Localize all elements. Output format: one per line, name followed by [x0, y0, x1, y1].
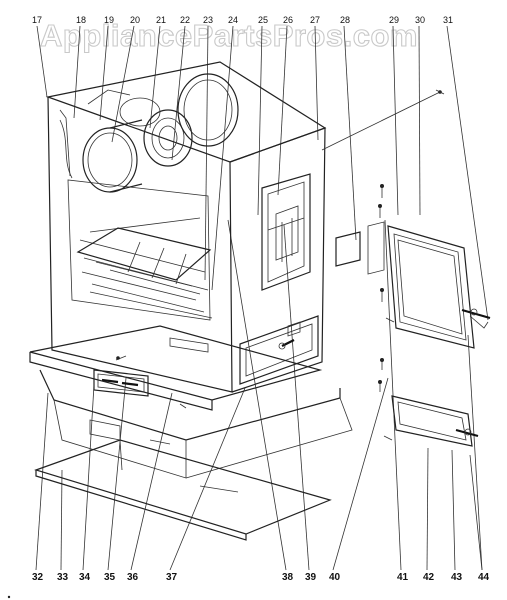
leader-lines — [35, 25, 489, 571]
ash-door — [391, 395, 479, 447]
firebox-grate — [76, 227, 213, 319]
cabinet-body — [45, 61, 327, 393]
callout-38: 38 — [282, 572, 294, 583]
callout-18: 18 — [76, 15, 86, 25]
callout-25: 25 — [258, 15, 268, 25]
callout-29: 29 — [389, 15, 399, 25]
callout-41: 41 — [397, 572, 409, 583]
floor-sheet — [34, 439, 332, 541]
callout-27: 27 — [310, 15, 320, 25]
top-callouts: 17 18 19 20 21 22 23 24 25 26 27 28 29 3… — [32, 15, 453, 25]
side-panel — [261, 173, 311, 291]
callout-21: 21 — [156, 15, 166, 25]
callout-34: 34 — [79, 572, 91, 583]
cover-plate — [335, 221, 385, 275]
hardware — [115, 89, 445, 441]
callout-33: 33 — [57, 572, 69, 583]
callout-42: 42 — [423, 572, 435, 583]
callout-36: 36 — [127, 572, 139, 583]
callout-22: 22 — [180, 15, 190, 25]
callout-44: 44 — [478, 572, 490, 583]
callout-28: 28 — [340, 15, 350, 25]
callout-30: 30 — [415, 15, 425, 25]
callout-26: 26 — [283, 15, 293, 25]
callout-19: 19 — [104, 15, 114, 25]
callout-37: 37 — [166, 572, 178, 583]
callout-17: 17 — [32, 15, 42, 25]
callout-23: 23 — [203, 15, 213, 25]
watermark-text: AppliancePartsPros.com — [40, 18, 418, 53]
callout-32: 32 — [32, 572, 44, 583]
page-mark — [7, 595, 11, 599]
callout-39: 39 — [305, 572, 317, 583]
front-controls — [93, 337, 209, 397]
callout-43: 43 — [451, 572, 463, 583]
loading-door — [387, 225, 491, 349]
callout-31: 31 — [443, 15, 453, 25]
callout-20: 20 — [130, 15, 140, 25]
callout-35: 35 — [104, 572, 116, 583]
ash-door-cabinet — [239, 315, 319, 385]
callout-24: 24 — [228, 15, 238, 25]
flue-collars — [59, 73, 239, 193]
bottom-callouts: 32 33 34 35 36 37 38 39 40 41 42 43 44 — [32, 572, 490, 583]
callout-40: 40 — [329, 572, 341, 583]
